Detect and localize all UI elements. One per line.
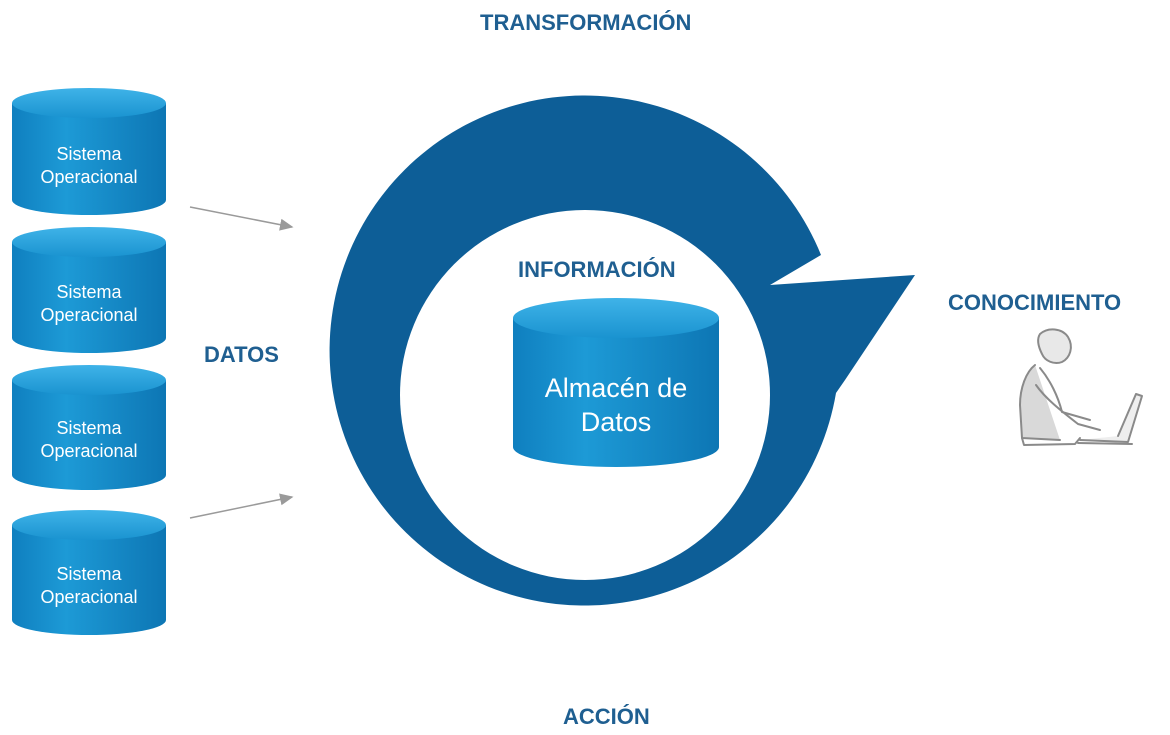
warehouse-cylinder (513, 298, 719, 467)
label-datos: DATOS (204, 342, 279, 367)
label-transformacion: TRANSFORMACIÓN (480, 10, 692, 35)
label-informacion: INFORMACIÓN (518, 257, 676, 282)
source-cylinder-3 (12, 365, 166, 490)
source-cylinder-1 (12, 88, 166, 215)
label-accion: ACCIÓN (563, 704, 650, 729)
source-cylinder-4 (12, 510, 166, 635)
label-conocimiento: CONOCIMIENTO (948, 290, 1122, 315)
person-at-laptop-icon (1019, 328, 1143, 446)
arrow-bottom (189, 493, 294, 519)
arrow-top (189, 206, 294, 231)
source-cylinder-2 (12, 227, 166, 353)
